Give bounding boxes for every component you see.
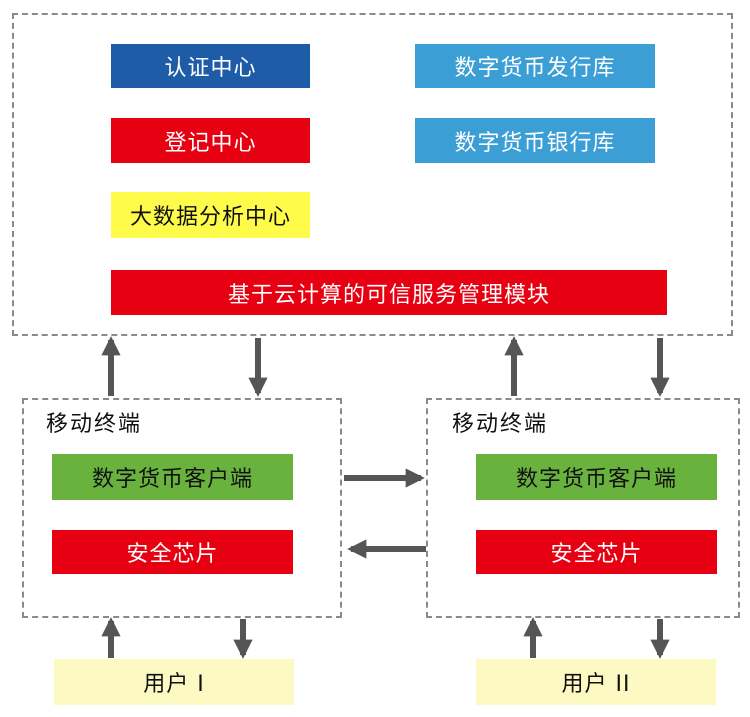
mobile-terminal-left xyxy=(22,398,342,618)
client-box-left: 数字货币客户端 xyxy=(52,454,293,500)
chip-box-left: 安全芯片 xyxy=(52,530,293,574)
register-center-box: 登记中心 xyxy=(111,118,310,163)
register-center-label: 登记中心 xyxy=(164,130,257,156)
mobile-terminal-right xyxy=(426,398,740,618)
terminal-title-left: 移动终端 xyxy=(46,412,143,437)
cloud-module-label: 基于云计算的可信服务管理模块 xyxy=(227,282,550,308)
bigdata-center-label: 大数据分析中心 xyxy=(129,205,291,230)
auth-center-label: 认证中心 xyxy=(164,56,257,81)
server-container xyxy=(12,13,733,336)
client-box-right: 数字货币客户端 xyxy=(476,454,717,500)
chip-box-right: 安全芯片 xyxy=(476,530,717,574)
terminal-title-right: 移动终端 xyxy=(452,412,549,437)
user-box-left: 用户 I xyxy=(54,659,294,705)
chip-label-right: 安全芯片 xyxy=(550,542,643,567)
cloud-module-box: 基于云计算的可信服务管理模块 xyxy=(111,270,667,315)
auth-center-box: 认证中心 xyxy=(111,44,310,88)
bank-db-box: 数字货币银行库 xyxy=(415,118,655,163)
bigdata-center-box: 大数据分析中心 xyxy=(111,192,310,238)
client-label-right: 数字货币客户端 xyxy=(515,467,677,492)
issuance-db-box: 数字货币发行库 xyxy=(415,44,655,88)
issuance-db-label: 数字货币发行库 xyxy=(454,56,616,81)
user-label-right: 用户 II xyxy=(561,672,631,697)
chip-label-left: 安全芯片 xyxy=(126,542,219,567)
user-box-right: 用户 II xyxy=(476,659,716,705)
user-label-left: 用户 I xyxy=(143,672,205,697)
bank-db-label: 数字货币银行库 xyxy=(454,130,616,156)
client-label-left: 数字货币客户端 xyxy=(91,467,253,492)
